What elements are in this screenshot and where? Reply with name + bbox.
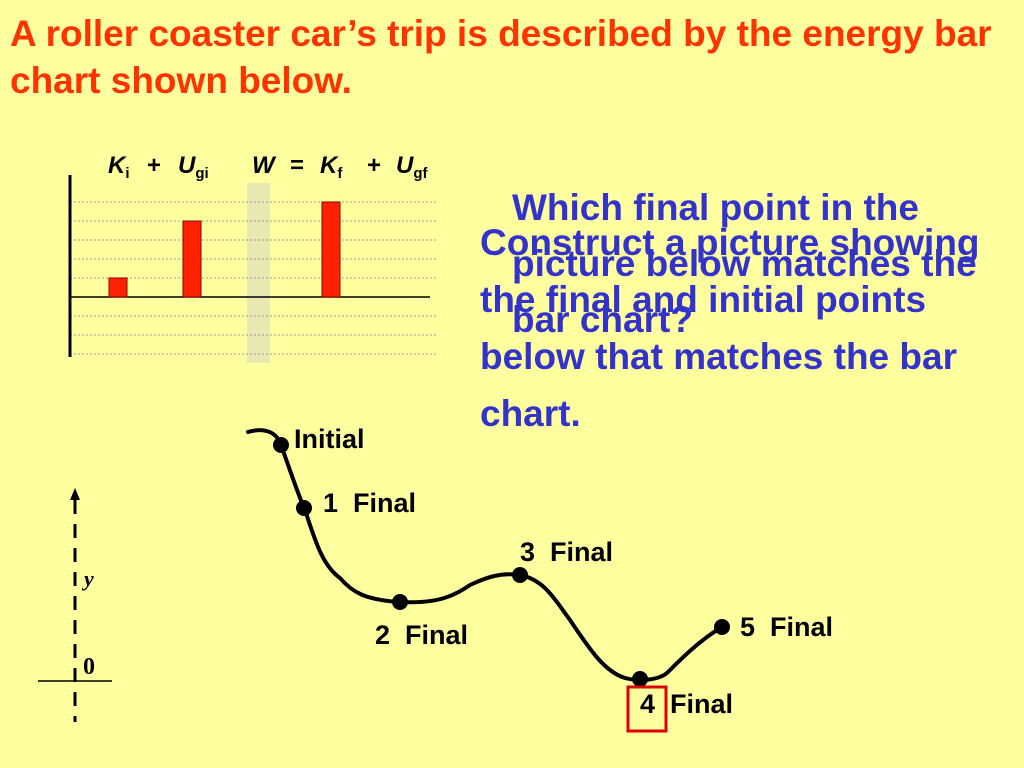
point-1-dot [296,500,312,516]
point-4-dot [632,671,648,687]
ugf-label: Ugf [396,152,428,182]
initial-label: Initial [294,424,365,454]
energy-bar-k-i [108,277,128,298]
point-1-label: 1 Final [323,488,417,518]
energy-bar-k-f [321,201,341,298]
initial-point-dot [273,437,289,453]
work-column [247,183,270,363]
ki-label: Ki [108,152,130,182]
point-5-dot [714,619,730,635]
height-axis-arrow-icon [70,488,80,500]
point-3-dot [512,567,528,583]
chart-gridlines [70,201,438,355]
y-axis-label: y [84,566,94,591]
question-text-construct: Construct a picture showing the final an… [480,222,980,434]
question-text-which: Which final point in the picture below m… [512,187,977,340]
point-2-dot [392,594,408,610]
energy-bar-u-gi [182,220,202,298]
point-3-label: 3 Final [520,537,614,567]
kf-label: Kf [320,152,343,182]
ugi-label: Ugi [178,152,209,182]
plus-sign: + [147,152,162,179]
slide-title: A roller coaster car’s trip is described… [10,13,992,101]
point-2-label: 2 Final [375,620,469,650]
equals-sign: = [290,152,305,179]
roller-coaster-track [246,428,724,682]
energy-bar-chart [68,175,438,363]
plus-sign-2: + [367,152,382,179]
w-label: W [252,152,275,179]
zero-label: 0 [83,654,95,680]
point-4-highlight-box [626,685,668,733]
point-4-label: 4 Final [640,689,734,719]
point-5-label: 5 Final [740,612,834,642]
